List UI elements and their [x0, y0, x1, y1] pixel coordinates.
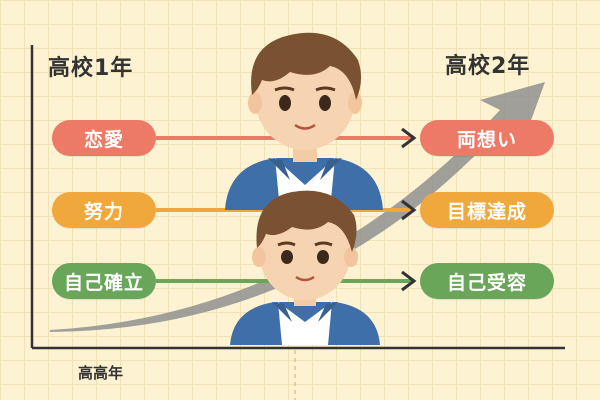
- connector-arrowhead: [401, 270, 417, 292]
- start-state-pill: 努力: [52, 192, 156, 228]
- start-state-pill: 自己確立: [52, 263, 156, 299]
- connector-arrowhead: [401, 199, 417, 221]
- end-state-pill: 両想い: [420, 120, 554, 156]
- connector-arrowhead: [401, 127, 417, 149]
- start-state-pill: 恋愛: [52, 120, 156, 156]
- end-state-pill: 自己受容: [420, 263, 554, 299]
- start-heading: 高校1年: [48, 56, 134, 81]
- end-state-pill: 目標達成: [420, 192, 554, 228]
- boy-portrait-icon: [225, 32, 383, 210]
- end-heading: 高校2年: [445, 54, 531, 79]
- boy-portrait-icon: [230, 190, 380, 345]
- growth-arrow: [50, 82, 545, 332]
- axis-label: 高高年: [78, 364, 124, 382]
